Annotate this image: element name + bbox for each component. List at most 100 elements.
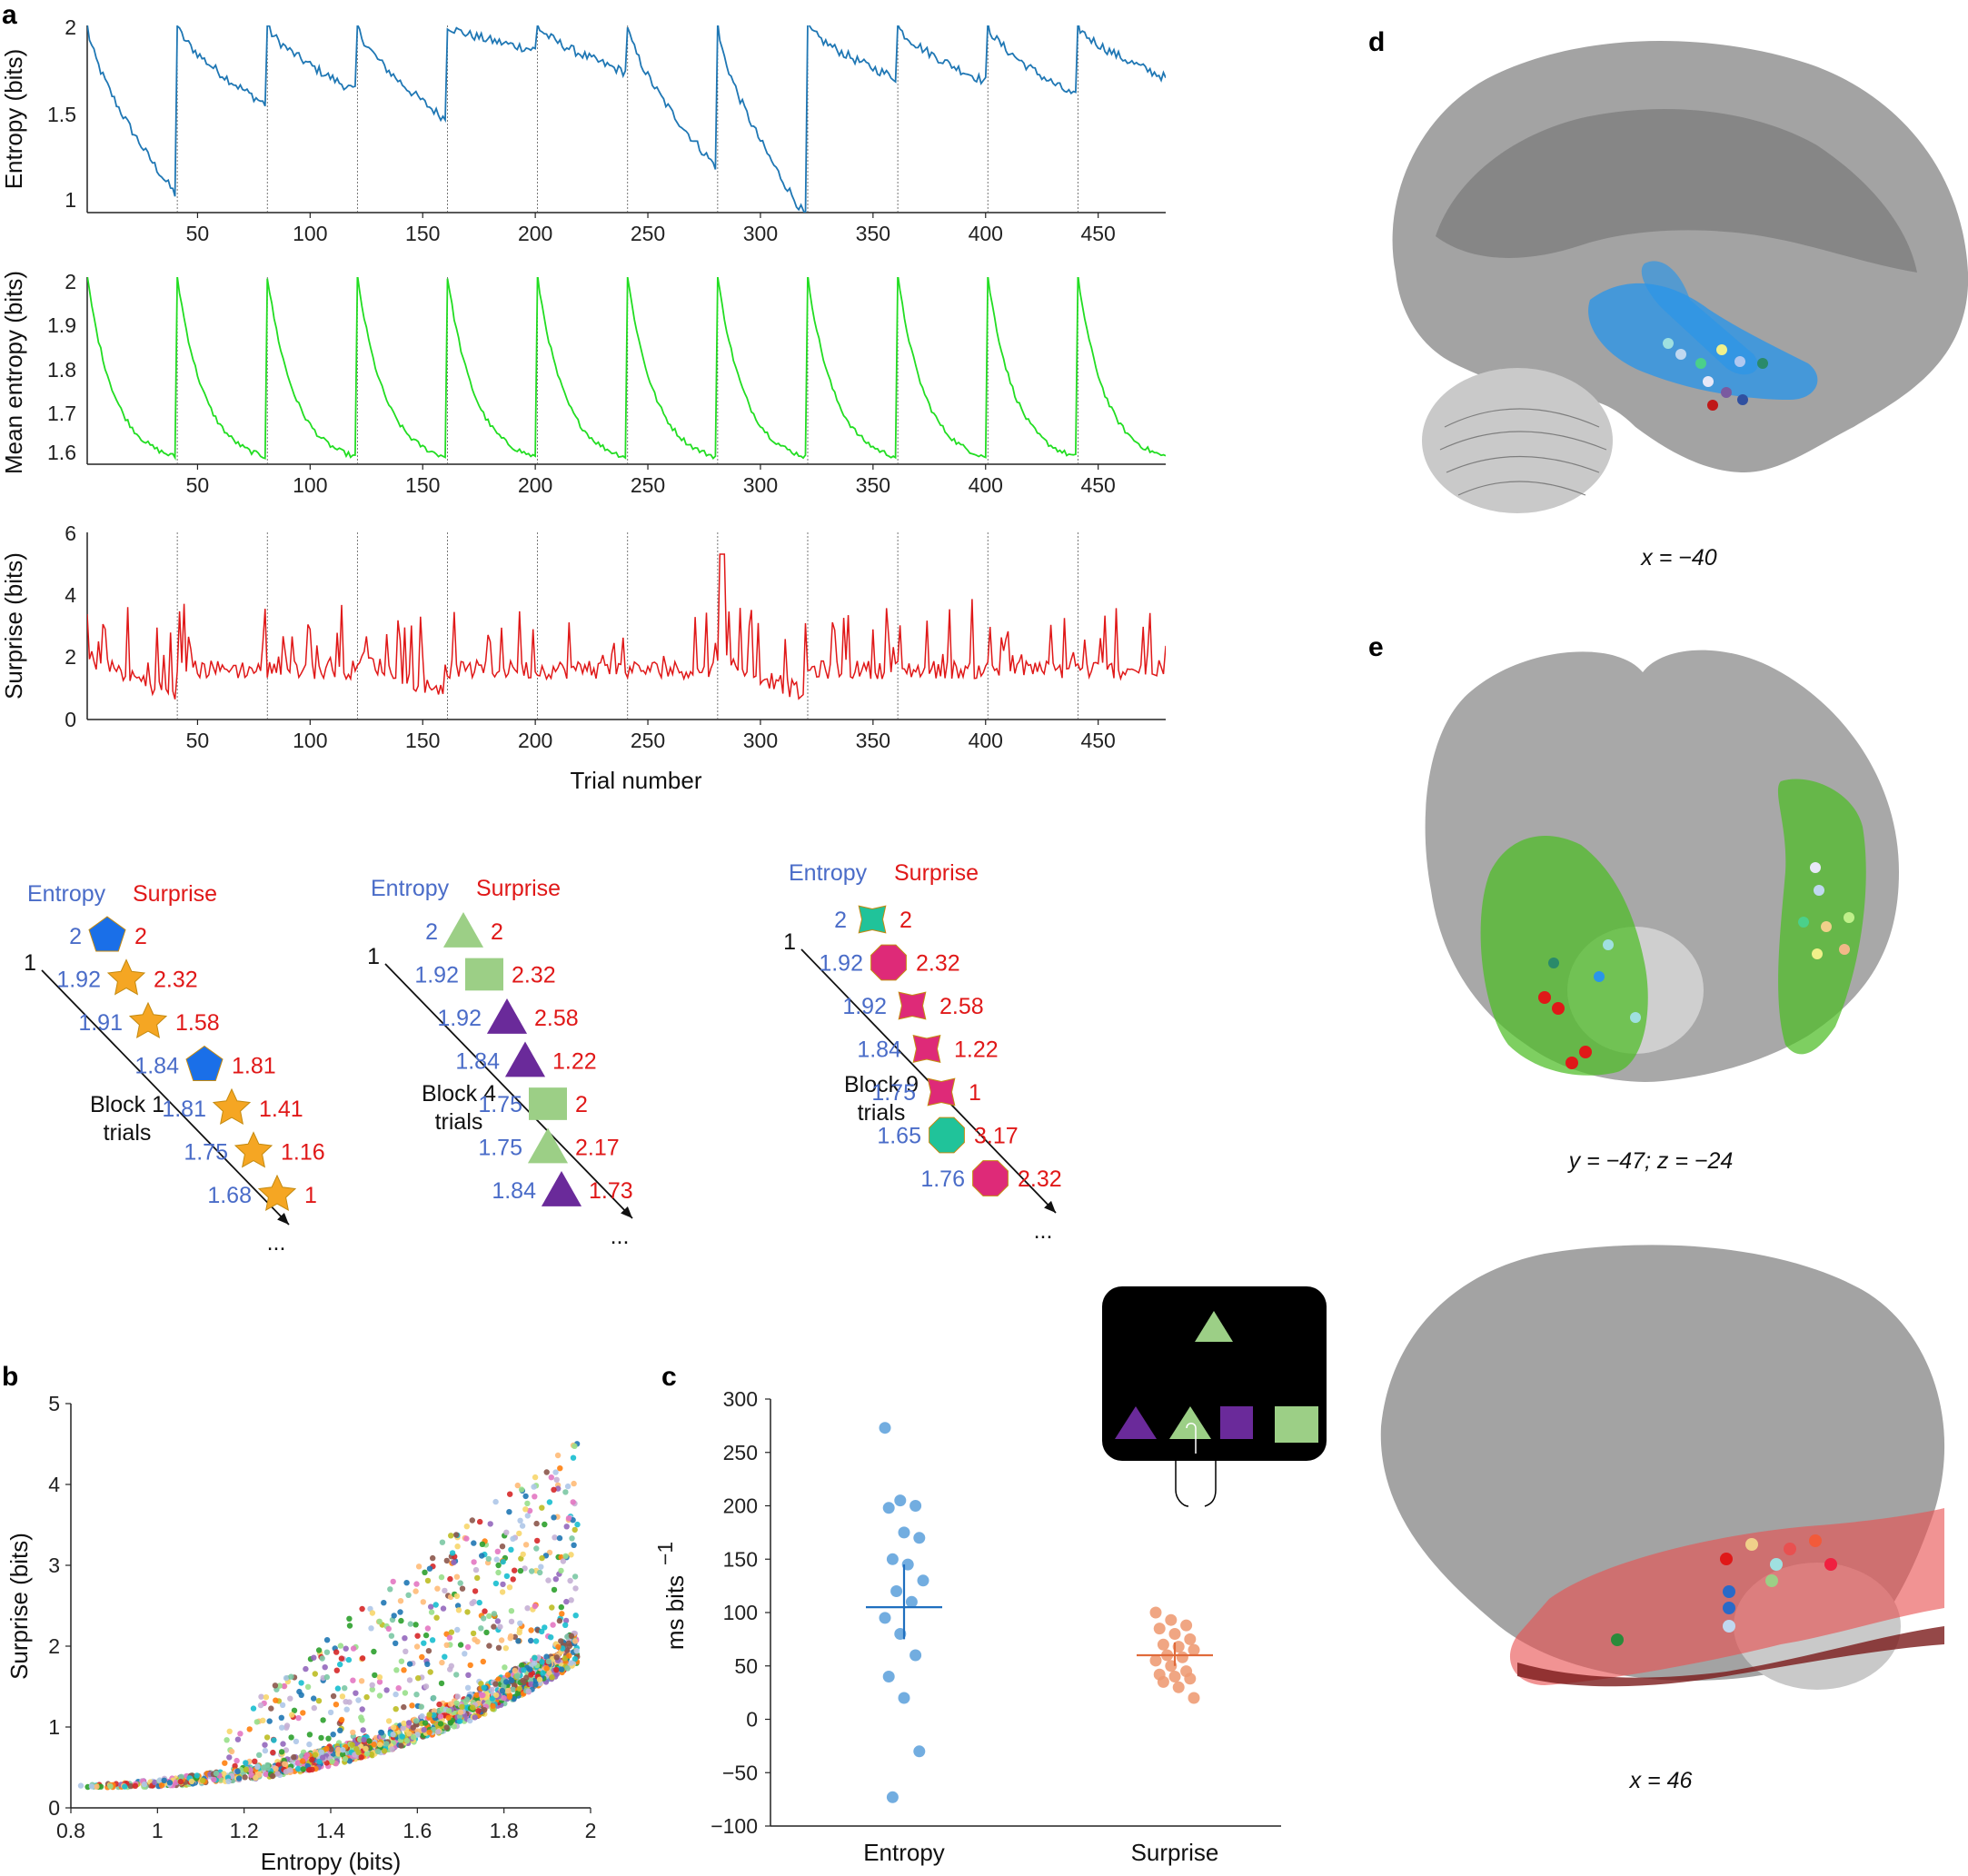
scatter-point bbox=[403, 1580, 410, 1586]
scatter-point bbox=[532, 1494, 538, 1500]
scatter-point bbox=[393, 1691, 399, 1698]
scatter-point bbox=[517, 1567, 524, 1574]
scatter-point bbox=[419, 1653, 425, 1661]
y-tick: 1.8 bbox=[47, 358, 76, 382]
scatter-point bbox=[273, 1765, 279, 1772]
scatter-point bbox=[495, 1569, 502, 1576]
scatter-point bbox=[152, 1779, 158, 1786]
y-axis-label-superscript: −1 bbox=[653, 1542, 677, 1565]
brain-coronal: y = −47; z = −24 bbox=[1425, 650, 1899, 1174]
scatter-point bbox=[516, 1530, 522, 1537]
scatter-point bbox=[525, 1688, 532, 1694]
panel-label-e: e bbox=[1368, 632, 1384, 662]
x-tick-label: 200 bbox=[518, 222, 552, 245]
target-triangle-icon bbox=[1195, 1311, 1233, 1342]
scatter-point bbox=[253, 1774, 259, 1782]
scatter-point bbox=[381, 1748, 388, 1754]
y-tick-label: 4 bbox=[48, 1473, 60, 1496]
scatter-point bbox=[333, 1649, 340, 1655]
block-label: Block 4 bbox=[422, 1081, 496, 1107]
scatter-point bbox=[553, 1671, 560, 1678]
scatter-point bbox=[528, 1681, 534, 1688]
scatter-point bbox=[398, 1742, 404, 1749]
scatter-point bbox=[510, 1535, 516, 1543]
entropy-value: 2 bbox=[69, 924, 82, 949]
scatter-point bbox=[453, 1573, 461, 1580]
scatter-point bbox=[543, 1665, 550, 1672]
scatter-point bbox=[299, 1758, 306, 1764]
scatter-point bbox=[289, 1712, 295, 1718]
scatter-point bbox=[376, 1692, 383, 1699]
scatter-point bbox=[532, 1603, 538, 1610]
y-tick: 0 bbox=[65, 708, 76, 731]
arrow-head bbox=[621, 1206, 632, 1218]
entropy-header: Entropy bbox=[789, 860, 868, 886]
x-tick-label: 400 bbox=[969, 473, 1003, 497]
scatter-point bbox=[562, 1489, 569, 1495]
scatter-point bbox=[540, 1670, 546, 1676]
scatter-point bbox=[409, 1702, 415, 1709]
scatter-point bbox=[366, 1738, 373, 1744]
scatter-point bbox=[572, 1573, 579, 1580]
scatter-point bbox=[472, 1636, 478, 1643]
x-tick-label: 350 bbox=[856, 729, 890, 752]
scatter-point bbox=[454, 1626, 461, 1633]
panel-e-caption-bottom: x = 46 bbox=[1629, 1768, 1693, 1793]
scatter-point bbox=[211, 1776, 217, 1783]
scatter-point bbox=[132, 1782, 139, 1790]
scatter-point bbox=[419, 1712, 425, 1720]
four-point-star-icon bbox=[898, 991, 927, 1020]
scatter-point bbox=[565, 1515, 572, 1522]
scatter-point bbox=[522, 1506, 529, 1513]
scatter-point bbox=[571, 1542, 577, 1549]
scatter-point bbox=[521, 1667, 527, 1673]
star-icon bbox=[257, 1174, 297, 1211]
triangle-icon bbox=[541, 1171, 582, 1206]
scatter-point bbox=[359, 1655, 366, 1662]
block-boundaries bbox=[176, 25, 1078, 213]
dot-point bbox=[879, 1422, 891, 1434]
scatter-point bbox=[567, 1577, 573, 1584]
x-tick-label: 1.4 bbox=[316, 1819, 345, 1842]
scatter-point bbox=[415, 1563, 422, 1570]
surprise-value: 2.32 bbox=[154, 968, 198, 993]
scatter-point bbox=[320, 1717, 326, 1723]
scatter-point bbox=[420, 1599, 426, 1605]
scatter-point bbox=[504, 1672, 512, 1678]
scatter-point bbox=[487, 1521, 493, 1527]
scatter-point bbox=[262, 1747, 269, 1754]
scatter-point bbox=[439, 1659, 445, 1666]
scatter-point bbox=[291, 1707, 298, 1714]
scatter-point bbox=[472, 1714, 478, 1721]
dot-point bbox=[1172, 1681, 1185, 1693]
scatter-point bbox=[428, 1603, 434, 1610]
scatter-point bbox=[381, 1600, 387, 1606]
dot-point bbox=[1188, 1692, 1200, 1704]
scatter-point bbox=[178, 1773, 184, 1781]
scatter-point bbox=[510, 1576, 516, 1583]
scatter-point bbox=[398, 1658, 405, 1664]
dot-points bbox=[866, 1422, 1213, 1803]
scatter-point bbox=[97, 1783, 104, 1790]
scatter-point bbox=[303, 1752, 310, 1759]
surprise-value: 2 bbox=[900, 908, 912, 933]
scatter-point bbox=[166, 1780, 174, 1786]
surprise-header: Surprise bbox=[476, 876, 561, 901]
scatter-point bbox=[442, 1587, 448, 1594]
dot-point bbox=[886, 1791, 899, 1803]
scatter-point bbox=[383, 1687, 390, 1693]
arrow-head bbox=[277, 1213, 289, 1225]
scatter-point bbox=[514, 1482, 521, 1489]
scatter-point bbox=[436, 1701, 442, 1708]
scatter-point bbox=[334, 1685, 342, 1692]
entropy-value: 1.75 bbox=[478, 1136, 522, 1161]
scatter-point bbox=[524, 1500, 531, 1507]
entropy-value: 1.91 bbox=[78, 1010, 123, 1036]
scatter-point bbox=[234, 1768, 241, 1775]
